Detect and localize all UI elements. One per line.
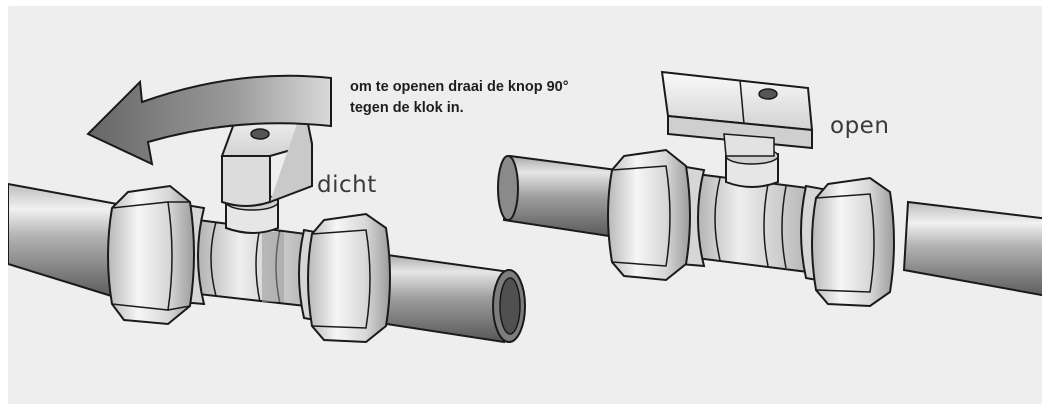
closed-valve-handle-screw xyxy=(250,128,270,140)
open-valve xyxy=(497,70,1042,308)
open-valve-body xyxy=(689,172,814,274)
closed-valve-right-nut xyxy=(307,212,391,344)
instruction-line-1: om te openen draai de knop 90° xyxy=(350,79,569,95)
open-valve-left-nut xyxy=(607,148,691,282)
open-state-label: open xyxy=(830,113,890,139)
open-valve-handle xyxy=(660,70,814,157)
open-valve-right-nut xyxy=(811,176,895,308)
rotation-arrow-icon xyxy=(86,74,332,166)
valve-illustration xyxy=(8,70,1042,344)
rotation-instruction: om te openen draai de knop 90° tegen de … xyxy=(350,77,640,119)
closed-valve xyxy=(8,102,526,344)
closed-valve-handle xyxy=(220,102,314,207)
open-valve-pipe-end xyxy=(497,155,519,221)
open-valve-handle-screw xyxy=(758,88,778,100)
closed-state-label: dicht xyxy=(317,172,377,198)
closed-valve-right-pipe xyxy=(372,252,512,344)
instruction-line-2: tegen de klok in. xyxy=(350,100,464,116)
illustration-panel: om te openen draai de knop 90° tegen de … xyxy=(8,6,1042,404)
closed-valve-left-nut xyxy=(107,184,195,326)
open-valve-right-pipe xyxy=(902,200,1042,297)
